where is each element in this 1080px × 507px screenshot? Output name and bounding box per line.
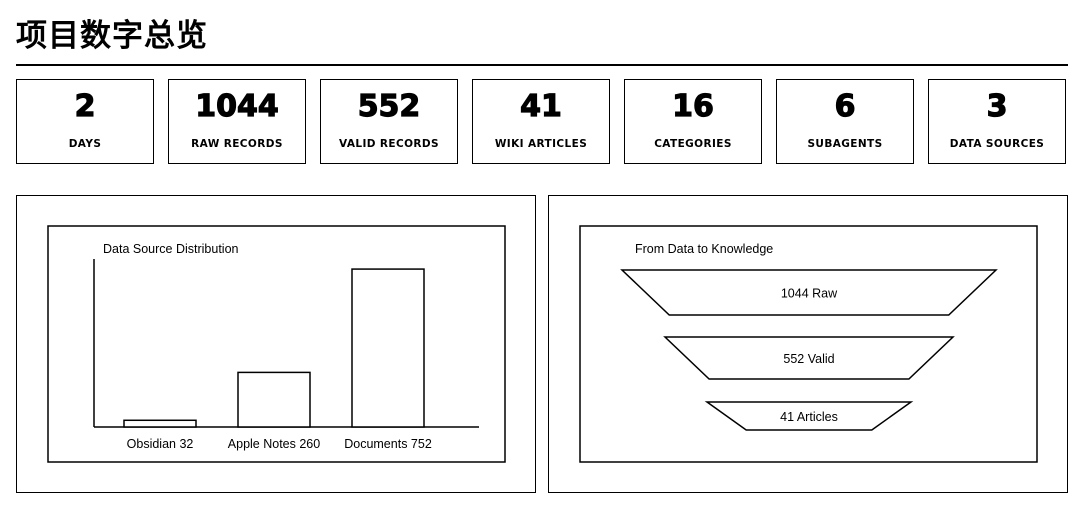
funnel-label-valid: 552 Valid <box>783 352 834 366</box>
stat-value: 41 <box>520 88 563 124</box>
bar-obsidian <box>123 419 197 428</box>
stat-label: DAYS <box>68 138 102 150</box>
stat-value: 16 <box>672 88 715 124</box>
chart-frame <box>47 225 506 463</box>
stat-value: 552 <box>357 88 421 124</box>
stat-value: 1044 <box>195 88 280 124</box>
stat-card-data-sources: 3 DATA SOURCES <box>928 79 1066 164</box>
bar-chart: Data Source Distribution Obsidian 32 Appl… <box>47 225 506 463</box>
stat-value: 2 <box>74 88 96 124</box>
bar-label-obsidian: Obsidian 32 <box>127 437 194 451</box>
stat-label: VALID RECORDS <box>339 138 439 150</box>
knowledge-funnel-panel: From Data to Knowledge 1044 Raw 552 Valid… <box>548 195 1068 493</box>
funnel-stage-raw <box>620 269 998 316</box>
chart-title: Data Source Distribution <box>103 242 239 256</box>
source-distribution-panel: Data Source Distribution Obsidian 32 Appl… <box>16 195 536 493</box>
stat-card-days: 2 DAYS <box>16 79 154 164</box>
chart-title: From Data to Knowledge <box>635 242 773 256</box>
stat-cards: 2 DAYS 1044 RAW RECORDS 552 VALID RECORD… <box>16 79 1068 167</box>
stat-label: WIKI ARTICLES <box>494 138 588 150</box>
bar-apple-notes <box>237 371 311 428</box>
stat-label: DATA SOURCES <box>949 138 1045 150</box>
bar-documents <box>351 268 425 428</box>
chart-frame <box>579 225 1038 463</box>
stat-card-wiki-articles: 41 WIKI ARTICLES <box>472 79 610 164</box>
funnel-label-articles: 41 Articles <box>780 410 838 424</box>
funnel-chart: From Data to Knowledge 1044 Raw 552 Valid… <box>579 225 1038 463</box>
bar-label-apple-notes: Apple Notes 260 <box>228 437 320 451</box>
stat-card-valid-records: 552 VALID RECORDS <box>320 79 458 164</box>
funnel-stage-articles <box>704 401 914 431</box>
funnel-stage-valid <box>663 336 955 380</box>
stat-label: CATEGORIES <box>654 138 732 150</box>
bar-label-documents: Documents 752 <box>344 437 432 451</box>
stat-label: RAW RECORDS <box>191 138 283 150</box>
page-title: 项目数字总览 <box>16 18 208 54</box>
title-divider <box>16 64 1068 66</box>
funnel-label-raw: 1044 Raw <box>781 287 838 301</box>
stat-card-categories: 16 CATEGORIES <box>624 79 762 164</box>
stat-label: SUBAGENTS <box>807 138 883 150</box>
stat-value: 6 <box>834 88 856 124</box>
stat-value: 3 <box>986 88 1008 124</box>
stat-card-subagents: 6 SUBAGENTS <box>776 79 914 164</box>
stat-card-raw-records: 1044 RAW RECORDS <box>168 79 306 164</box>
